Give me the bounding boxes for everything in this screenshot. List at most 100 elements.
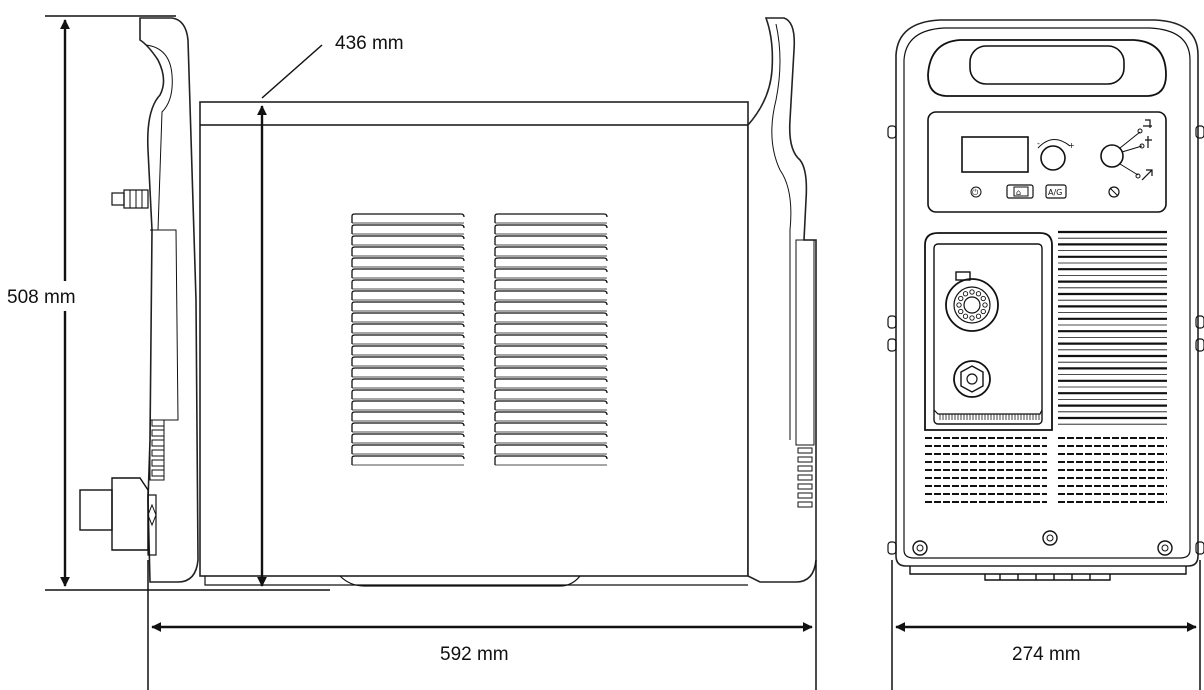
side-vents-left xyxy=(351,213,465,466)
vent-slat xyxy=(494,378,608,388)
power-icon: ⏻ xyxy=(970,186,982,198)
vent-slat xyxy=(351,433,465,443)
left-handle-vents xyxy=(151,419,165,477)
vent-slat xyxy=(351,400,465,410)
handle-vent xyxy=(797,447,813,454)
ground-clamp-connector-icon xyxy=(953,360,991,398)
torch-connector-icon xyxy=(945,271,999,332)
vent-slat xyxy=(351,290,465,300)
connector-pin xyxy=(969,289,975,295)
power-cord-strain-relief xyxy=(79,477,157,556)
shell-bump xyxy=(1195,338,1204,352)
shell-bump xyxy=(1195,315,1204,329)
vent-slat xyxy=(351,224,465,234)
vent-slat xyxy=(351,389,465,399)
height-label: 508 mm xyxy=(7,287,76,308)
gas-label: A/G xyxy=(1048,188,1062,197)
vent-slat xyxy=(351,213,465,223)
connector-pin xyxy=(956,302,962,308)
vent-slat xyxy=(351,279,465,289)
vent-slat xyxy=(494,312,608,322)
vent-slat xyxy=(494,433,608,443)
connector-pin xyxy=(958,308,964,315)
handle-vent xyxy=(797,456,813,463)
vent-slat xyxy=(351,411,465,421)
vent-slat xyxy=(351,455,465,465)
vent-slat xyxy=(351,367,465,377)
handle-vent xyxy=(797,492,813,499)
vent-slat xyxy=(494,400,608,410)
shell-bump xyxy=(887,125,897,139)
front-screws xyxy=(912,530,1173,556)
connector-pin xyxy=(975,313,982,319)
side-vents-right xyxy=(494,213,608,466)
vent-slat xyxy=(351,301,465,311)
shell-bump xyxy=(887,541,897,555)
vent-slat xyxy=(494,301,608,311)
handle-vent xyxy=(151,439,165,447)
handle-vent xyxy=(151,469,165,477)
connector-pin xyxy=(980,308,986,315)
fault-icon xyxy=(1108,186,1120,198)
remote-label: ⌂ xyxy=(1016,188,1021,197)
vent-slat xyxy=(494,268,608,278)
dimension-lines xyxy=(0,15,1201,690)
vent-slat xyxy=(494,389,608,399)
depth-label: 592 mm xyxy=(440,644,509,665)
remote-icon[interactable]: ⌂ xyxy=(1006,184,1034,199)
vent-slat xyxy=(351,422,465,432)
vent-slat xyxy=(494,290,608,300)
vent-slat xyxy=(494,455,608,465)
vent-slat xyxy=(494,224,608,234)
control-panel: - + ⏻ ⌂ xyxy=(927,111,1167,213)
vent-slat xyxy=(351,246,465,256)
vent-slat xyxy=(494,246,608,256)
side-bumps xyxy=(887,125,1204,555)
front-grill-bottom xyxy=(925,437,1167,503)
shell-bump xyxy=(887,338,897,352)
display-icon xyxy=(961,136,1029,173)
connector-pin xyxy=(958,295,964,302)
connector-panel xyxy=(924,232,1053,431)
vent-slat xyxy=(351,378,465,388)
vent-slat xyxy=(494,334,608,344)
vent-slat xyxy=(351,345,465,355)
side-view xyxy=(79,17,817,587)
vent-slat xyxy=(351,323,465,333)
handle-vent xyxy=(797,465,813,472)
vent-slat xyxy=(351,356,465,366)
vent-slat xyxy=(351,257,465,267)
front-view: - + ⏻ ⌂ xyxy=(887,19,1204,581)
svg-text:+: + xyxy=(1068,141,1075,150)
handle-vent xyxy=(797,501,813,508)
power-symbol: ⏻ xyxy=(972,188,979,197)
shell-bump xyxy=(887,315,897,329)
gas-icon[interactable]: A/G xyxy=(1045,184,1067,199)
left-handle xyxy=(139,17,199,583)
mode-selector-icon[interactable] xyxy=(1100,119,1153,181)
vent-slat xyxy=(351,312,465,322)
vent-slat xyxy=(494,323,608,333)
width-label: 274 mm xyxy=(1012,644,1081,665)
front-grill-right xyxy=(1058,230,1167,425)
handle-vent xyxy=(151,449,165,457)
shell-bump xyxy=(1195,541,1204,555)
air-fitting-icon xyxy=(111,189,149,209)
handle-vent xyxy=(151,419,165,427)
vent-slat xyxy=(494,367,608,377)
adjust-knob-icon[interactable]: - + xyxy=(1037,139,1075,171)
right-handle-vents xyxy=(797,447,813,508)
carry-handle xyxy=(927,39,1167,97)
right-handle xyxy=(747,17,817,583)
vent-slat xyxy=(351,444,465,454)
svg-text:-: - xyxy=(1037,139,1040,148)
vent-slat xyxy=(494,356,608,366)
connector-pin xyxy=(962,291,969,297)
handle-vent xyxy=(151,429,165,437)
connector-pin xyxy=(975,291,982,297)
connector-pin xyxy=(969,315,975,321)
connector-pin xyxy=(962,313,969,319)
shell-bump xyxy=(1195,125,1204,139)
